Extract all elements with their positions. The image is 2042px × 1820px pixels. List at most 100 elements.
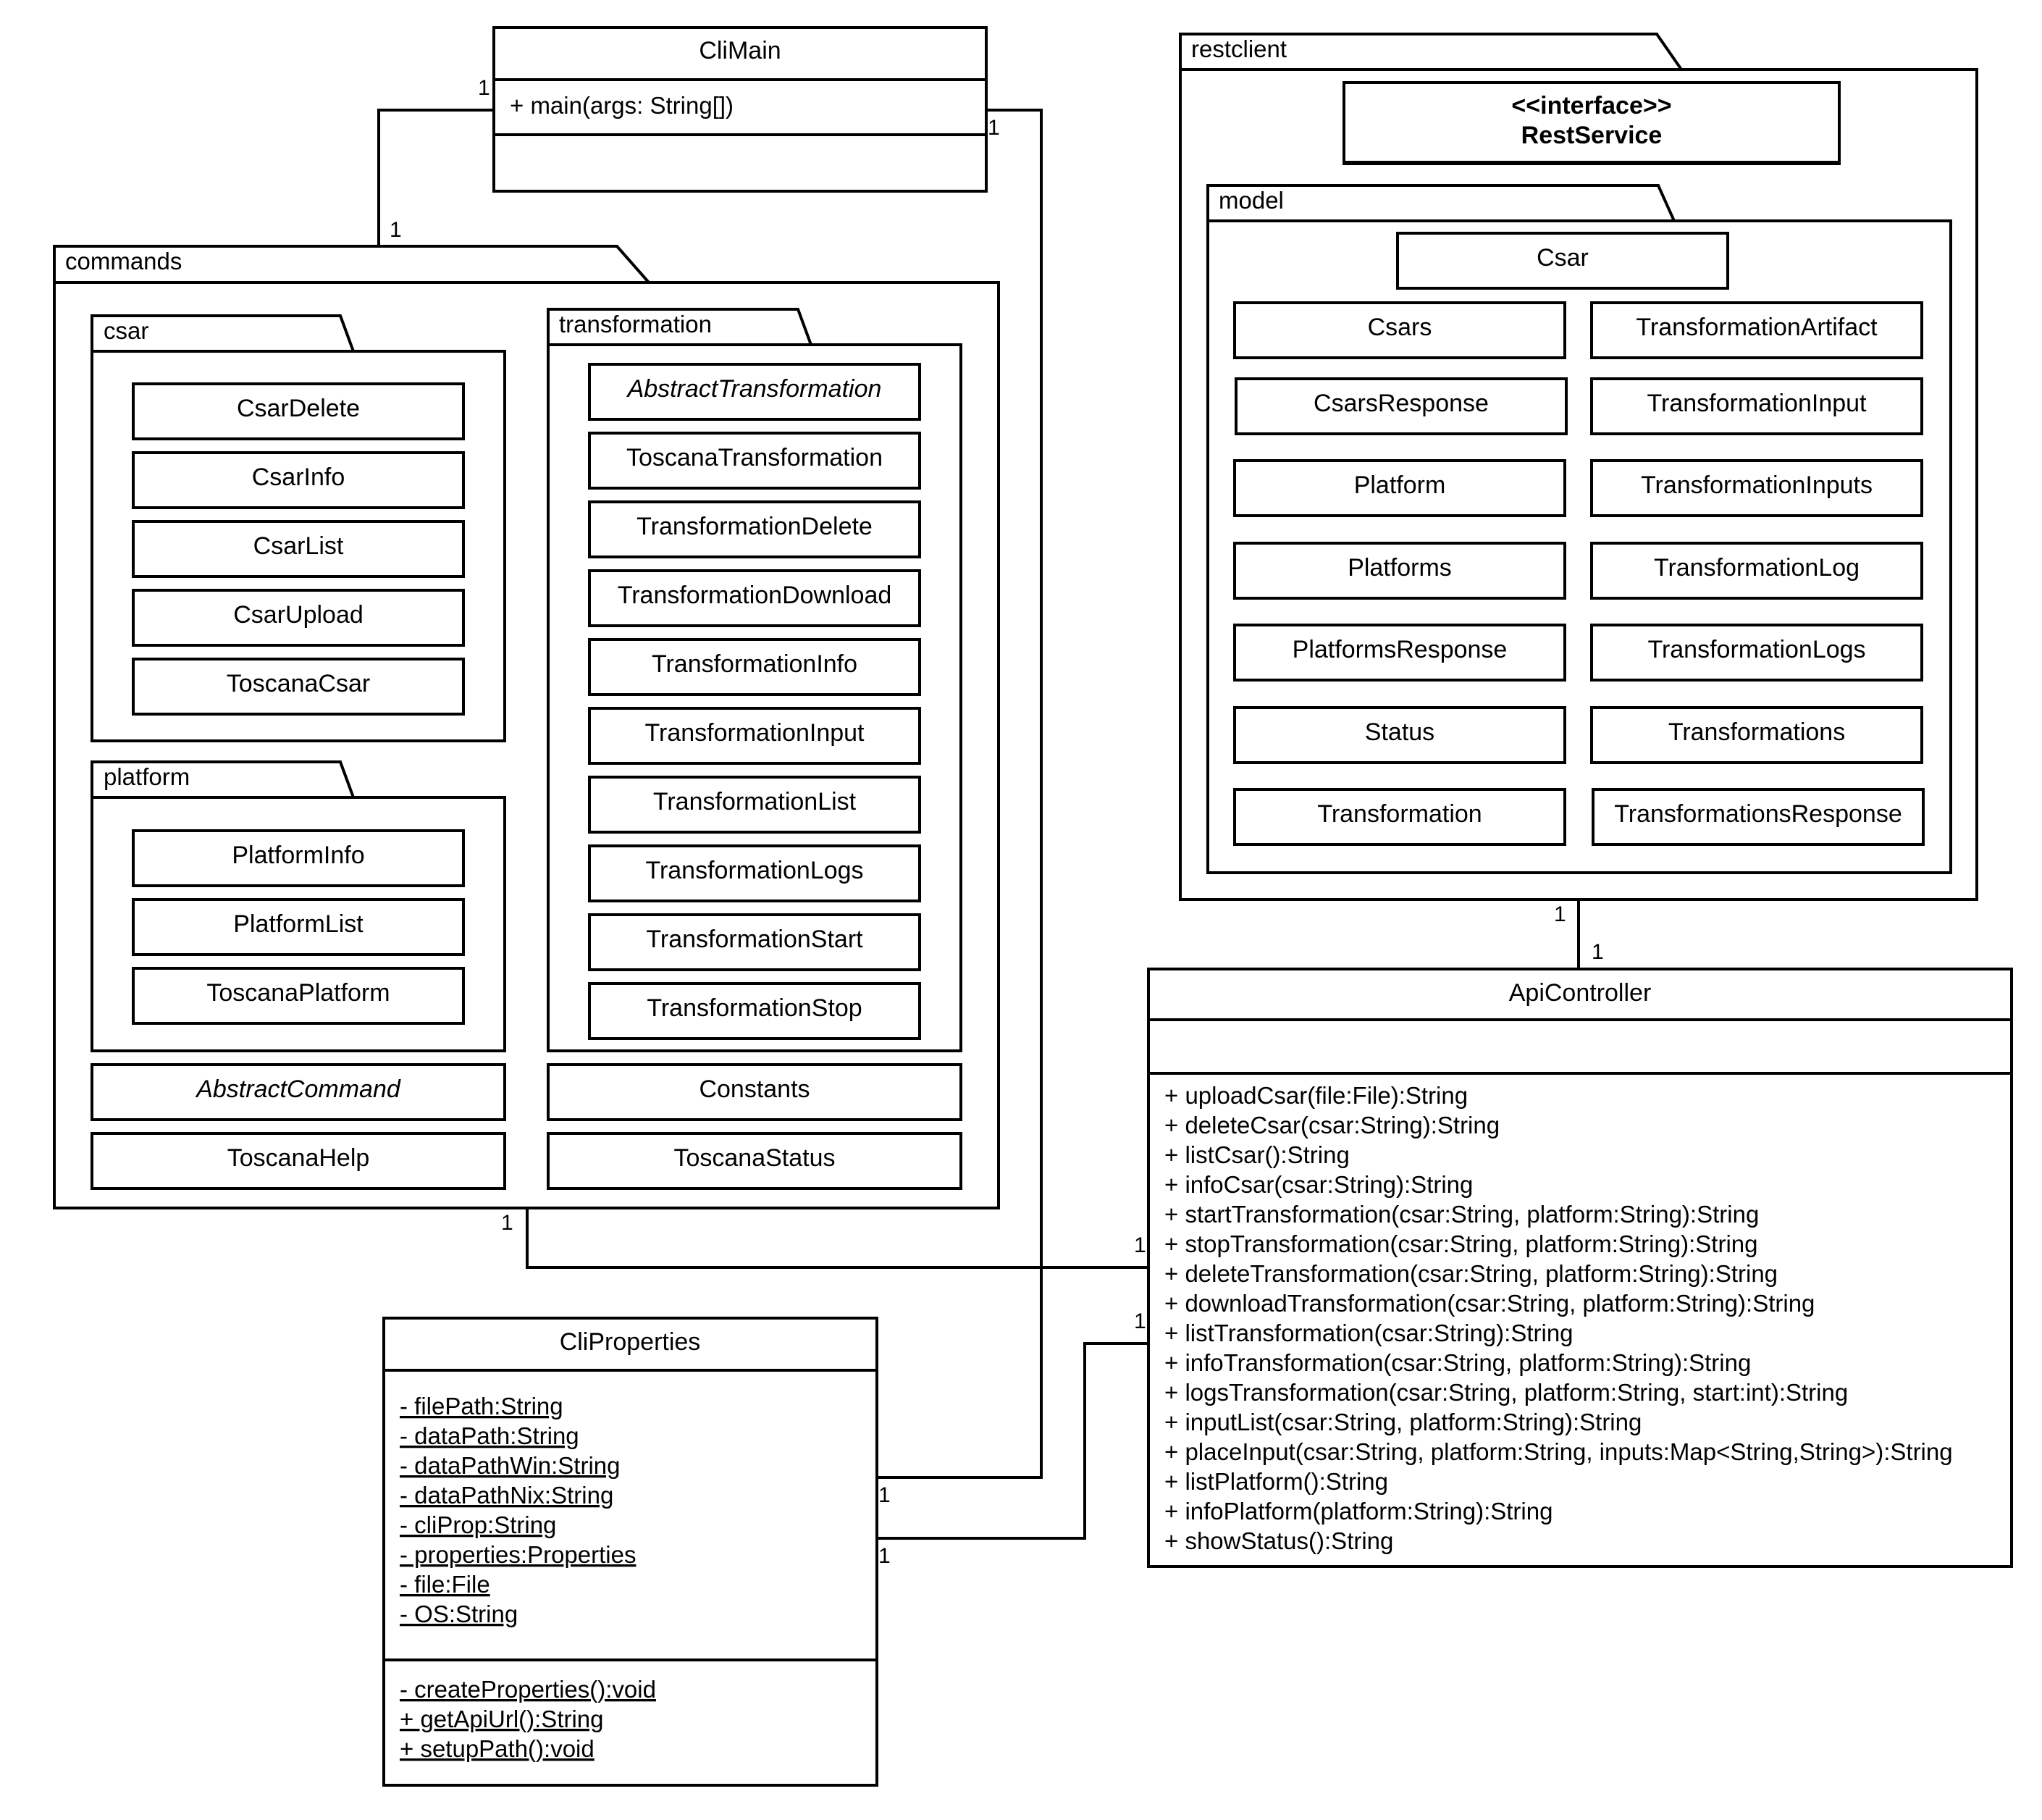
- edge-cliproperties-apicontroller: [877, 1342, 1148, 1540]
- class-toscanaplatform: ToscanaPlatform: [206, 979, 390, 1007]
- operation: + deleteTransformation(csar:String, plat…: [1164, 1260, 1778, 1287]
- class-name: ApiController: [1509, 979, 1652, 1007]
- class-abstractcommand: AbstractCommand: [195, 1075, 401, 1103]
- class-transformationartifact: TransformationArtifact: [1636, 314, 1878, 341]
- operation: + setupPath():void: [400, 1735, 594, 1762]
- multiplicity-label: 1: [988, 116, 1000, 140]
- package-transformation: transformation AbstractTransformation To…: [547, 308, 962, 1052]
- operation: + listCsar():String: [1164, 1141, 1350, 1168]
- class-toscanahelp: ToscanaHelp: [227, 1144, 370, 1172]
- multiplicity-label: 1: [1592, 940, 1604, 964]
- operation: + uploadCsar(file:File):String: [1164, 1082, 1468, 1109]
- class-csarlist: CsarList: [253, 532, 344, 560]
- class-status: Status: [1365, 718, 1434, 746]
- multiplicity-label: 1: [878, 1483, 891, 1507]
- class-csardelete: CsarDelete: [237, 395, 360, 422]
- class-abstracttransformation: AbstractTransformation: [626, 375, 882, 403]
- package-model: model Csar Csars CsarsResponse Platform …: [1206, 184, 1952, 874]
- interface-name: RestService: [1521, 122, 1663, 149]
- class-constants: Constants: [699, 1075, 810, 1103]
- operations-list: - createProperties():void + getApiUrl():…: [400, 1676, 656, 1762]
- class-transformationinfo: TransformationInfo: [652, 650, 857, 678]
- multiplicity-label: 1: [390, 218, 402, 242]
- class-transformations: Transformations: [1668, 718, 1845, 746]
- attribute: - file:File: [400, 1571, 490, 1598]
- class-transformationdelete: TransformationDelete: [636, 513, 873, 540]
- multiplicity-label: 1: [1134, 1309, 1146, 1333]
- operation: + main(args: String[]): [510, 92, 734, 119]
- class-platformsresponse: PlatformsResponse: [1293, 636, 1508, 663]
- class-transformationdownload: TransformationDownload: [618, 582, 892, 609]
- class-transformationinput: TransformationInput: [645, 719, 865, 747]
- package-name: commands: [65, 248, 182, 274]
- class-transformationlogs: TransformationLogs: [645, 857, 863, 884]
- operation: + infoTransformation(csar:String, platfo…: [1164, 1349, 1751, 1376]
- attribute: - properties:Properties: [400, 1541, 636, 1568]
- attribute: - filePath:String: [400, 1393, 563, 1419]
- class-toscanatransformation: ToscanaTransformation: [626, 444, 883, 471]
- class-transformation: Transformation: [1317, 800, 1482, 828]
- operation: + downloadTransformation(csar:String, pl…: [1164, 1290, 1815, 1317]
- class-toscanacsar: ToscanaCsar: [227, 670, 370, 697]
- operation: + placeInput(csar:String, platform:Strin…: [1164, 1438, 1953, 1465]
- package-name: csar: [104, 317, 148, 344]
- edge-commands-apicontroller: [526, 1208, 1148, 1269]
- attribute: - dataPathWin:String: [400, 1452, 620, 1479]
- class-transformationinput: TransformationInput: [1647, 390, 1867, 417]
- interface-stereotype: <<interface>>: [1511, 92, 1671, 119]
- class-transformationstop: TransformationStop: [647, 994, 862, 1022]
- operation: - createProperties():void: [400, 1676, 656, 1703]
- multiplicity-label: 1: [1134, 1233, 1146, 1257]
- class-transformationstart: TransformationStart: [646, 926, 863, 953]
- interface-restservice: <<interface>> RestService: [1343, 81, 1841, 165]
- operation: + startTransformation(csar:String, platf…: [1164, 1201, 1759, 1228]
- multiplicity-label: 1: [478, 76, 490, 100]
- package-name: platform: [104, 763, 190, 790]
- class-csarsresponse: CsarsResponse: [1314, 390, 1489, 417]
- class-platforminfo: PlatformInfo: [232, 842, 364, 869]
- class-platform: Platform: [1354, 471, 1446, 499]
- class-transformationsresponse: TransformationsResponse: [1614, 800, 1902, 828]
- package-name: transformation: [559, 311, 712, 337]
- package-csar: csar CsarDelete CsarInfo CsarList CsarUp…: [91, 314, 506, 742]
- operation: + infoCsar(csar:String):String: [1164, 1171, 1473, 1198]
- class-transformationinputs: TransformationInputs: [1641, 471, 1873, 499]
- class-apicontroller: ApiController + uploadCsar(file:File):St…: [1147, 968, 2013, 1568]
- class-toscanastatus: ToscanaStatus: [673, 1144, 835, 1172]
- operation: + deleteCsar(csar:String):String: [1164, 1112, 1500, 1138]
- operation: + inputList(csar:String, platform:String…: [1164, 1409, 1642, 1435]
- class-csarinfo: CsarInfo: [252, 464, 345, 491]
- package-platform: platform PlatformInfo PlatformList Tosca…: [91, 760, 506, 1052]
- package-restclient: restclient <<interface>> RestService mod…: [1179, 33, 1978, 901]
- package-name: model: [1219, 187, 1284, 214]
- class-platforms: Platforms: [1348, 554, 1452, 582]
- operation: + infoPlatform(platform:String):String: [1164, 1498, 1552, 1525]
- class-platformlist: PlatformList: [233, 910, 364, 938]
- operation: + listPlatform():String: [1164, 1468, 1388, 1495]
- operations-list: + uploadCsar(file:File):String + deleteC…: [1164, 1082, 1953, 1554]
- attribute: - OS:String: [400, 1601, 518, 1627]
- attribute: - cliProp:String: [400, 1511, 556, 1538]
- edge-climain-commands: [377, 109, 492, 246]
- class-name: CliMain: [699, 37, 781, 64]
- class-name: CliProperties: [560, 1328, 701, 1356]
- class-csar: Csar: [1537, 244, 1589, 272]
- package-name: restclient: [1191, 35, 1287, 62]
- class-cliproperties: CliProperties - filePath:String - dataPa…: [382, 1317, 878, 1787]
- multiplicity-label: 1: [1554, 902, 1566, 926]
- operation: + getApiUrl():String: [400, 1706, 604, 1732]
- attribute: - dataPath:String: [400, 1422, 579, 1449]
- operation: + showStatus():String: [1164, 1527, 1393, 1554]
- class-csars: Csars: [1368, 314, 1432, 341]
- multiplicity-labels: 1 1 1 1 1 1 1 1 1 1: [390, 76, 1604, 1568]
- class-transformationlogs: TransformationLogs: [1647, 636, 1865, 663]
- multiplicity-label: 1: [878, 1544, 891, 1568]
- attributes-list: - filePath:String - dataPath:String - da…: [400, 1393, 636, 1627]
- operation: + logsTransformation(csar:String, platfo…: [1164, 1379, 1848, 1406]
- class-climain: CliMain + main(args: String[]): [492, 26, 988, 193]
- multiplicity-label: 1: [501, 1211, 513, 1235]
- operation: + listTransformation(csar:String):String: [1164, 1320, 1573, 1346]
- attribute: - dataPathNix:String: [400, 1482, 613, 1509]
- class-csarupload: CsarUpload: [233, 601, 364, 629]
